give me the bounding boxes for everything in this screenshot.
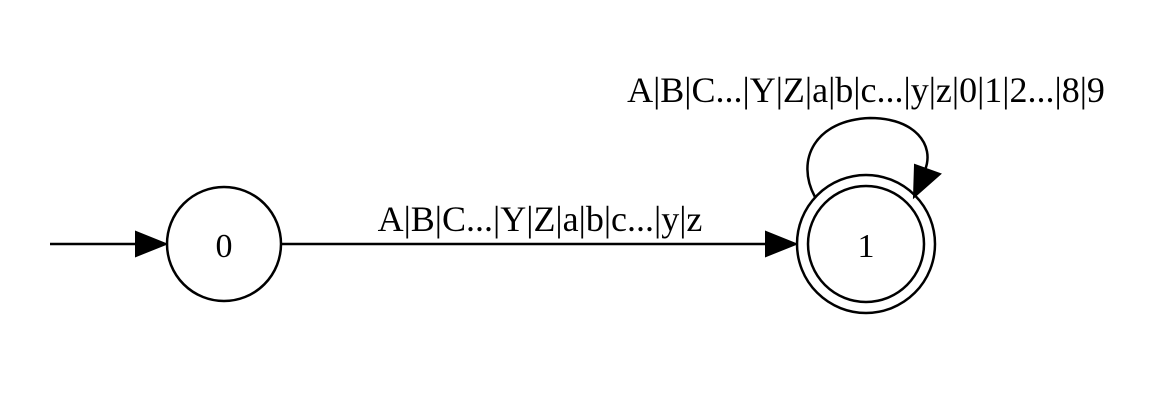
state-1-label: 1: [858, 228, 875, 265]
edge-1-self-loop: A|B|C...|Y|Z|a|b|c...|y|z|0|1|2...|8|9: [627, 70, 1105, 200]
state-1-outer-circle: [795, 173, 937, 315]
state-0: 0: [165, 185, 283, 303]
edge-1-self-loop-label: A|B|C...|Y|Z|a|b|c...|y|z|0|1|2...|8|9: [627, 70, 1105, 110]
state-0-circle: [165, 185, 283, 303]
state-0-label: 0: [216, 228, 233, 265]
initial-arrow: [50, 230, 169, 258]
edge-0-to-1-label: A|B|C...|Y|Z|a|b|c...|y|z: [378, 199, 703, 239]
edge-0-to-1: A|B|C...|Y|Z|a|b|c...|y|z: [282, 199, 799, 258]
state-1: 1: [795, 173, 937, 315]
state-1-inner-circle: [806, 184, 926, 304]
